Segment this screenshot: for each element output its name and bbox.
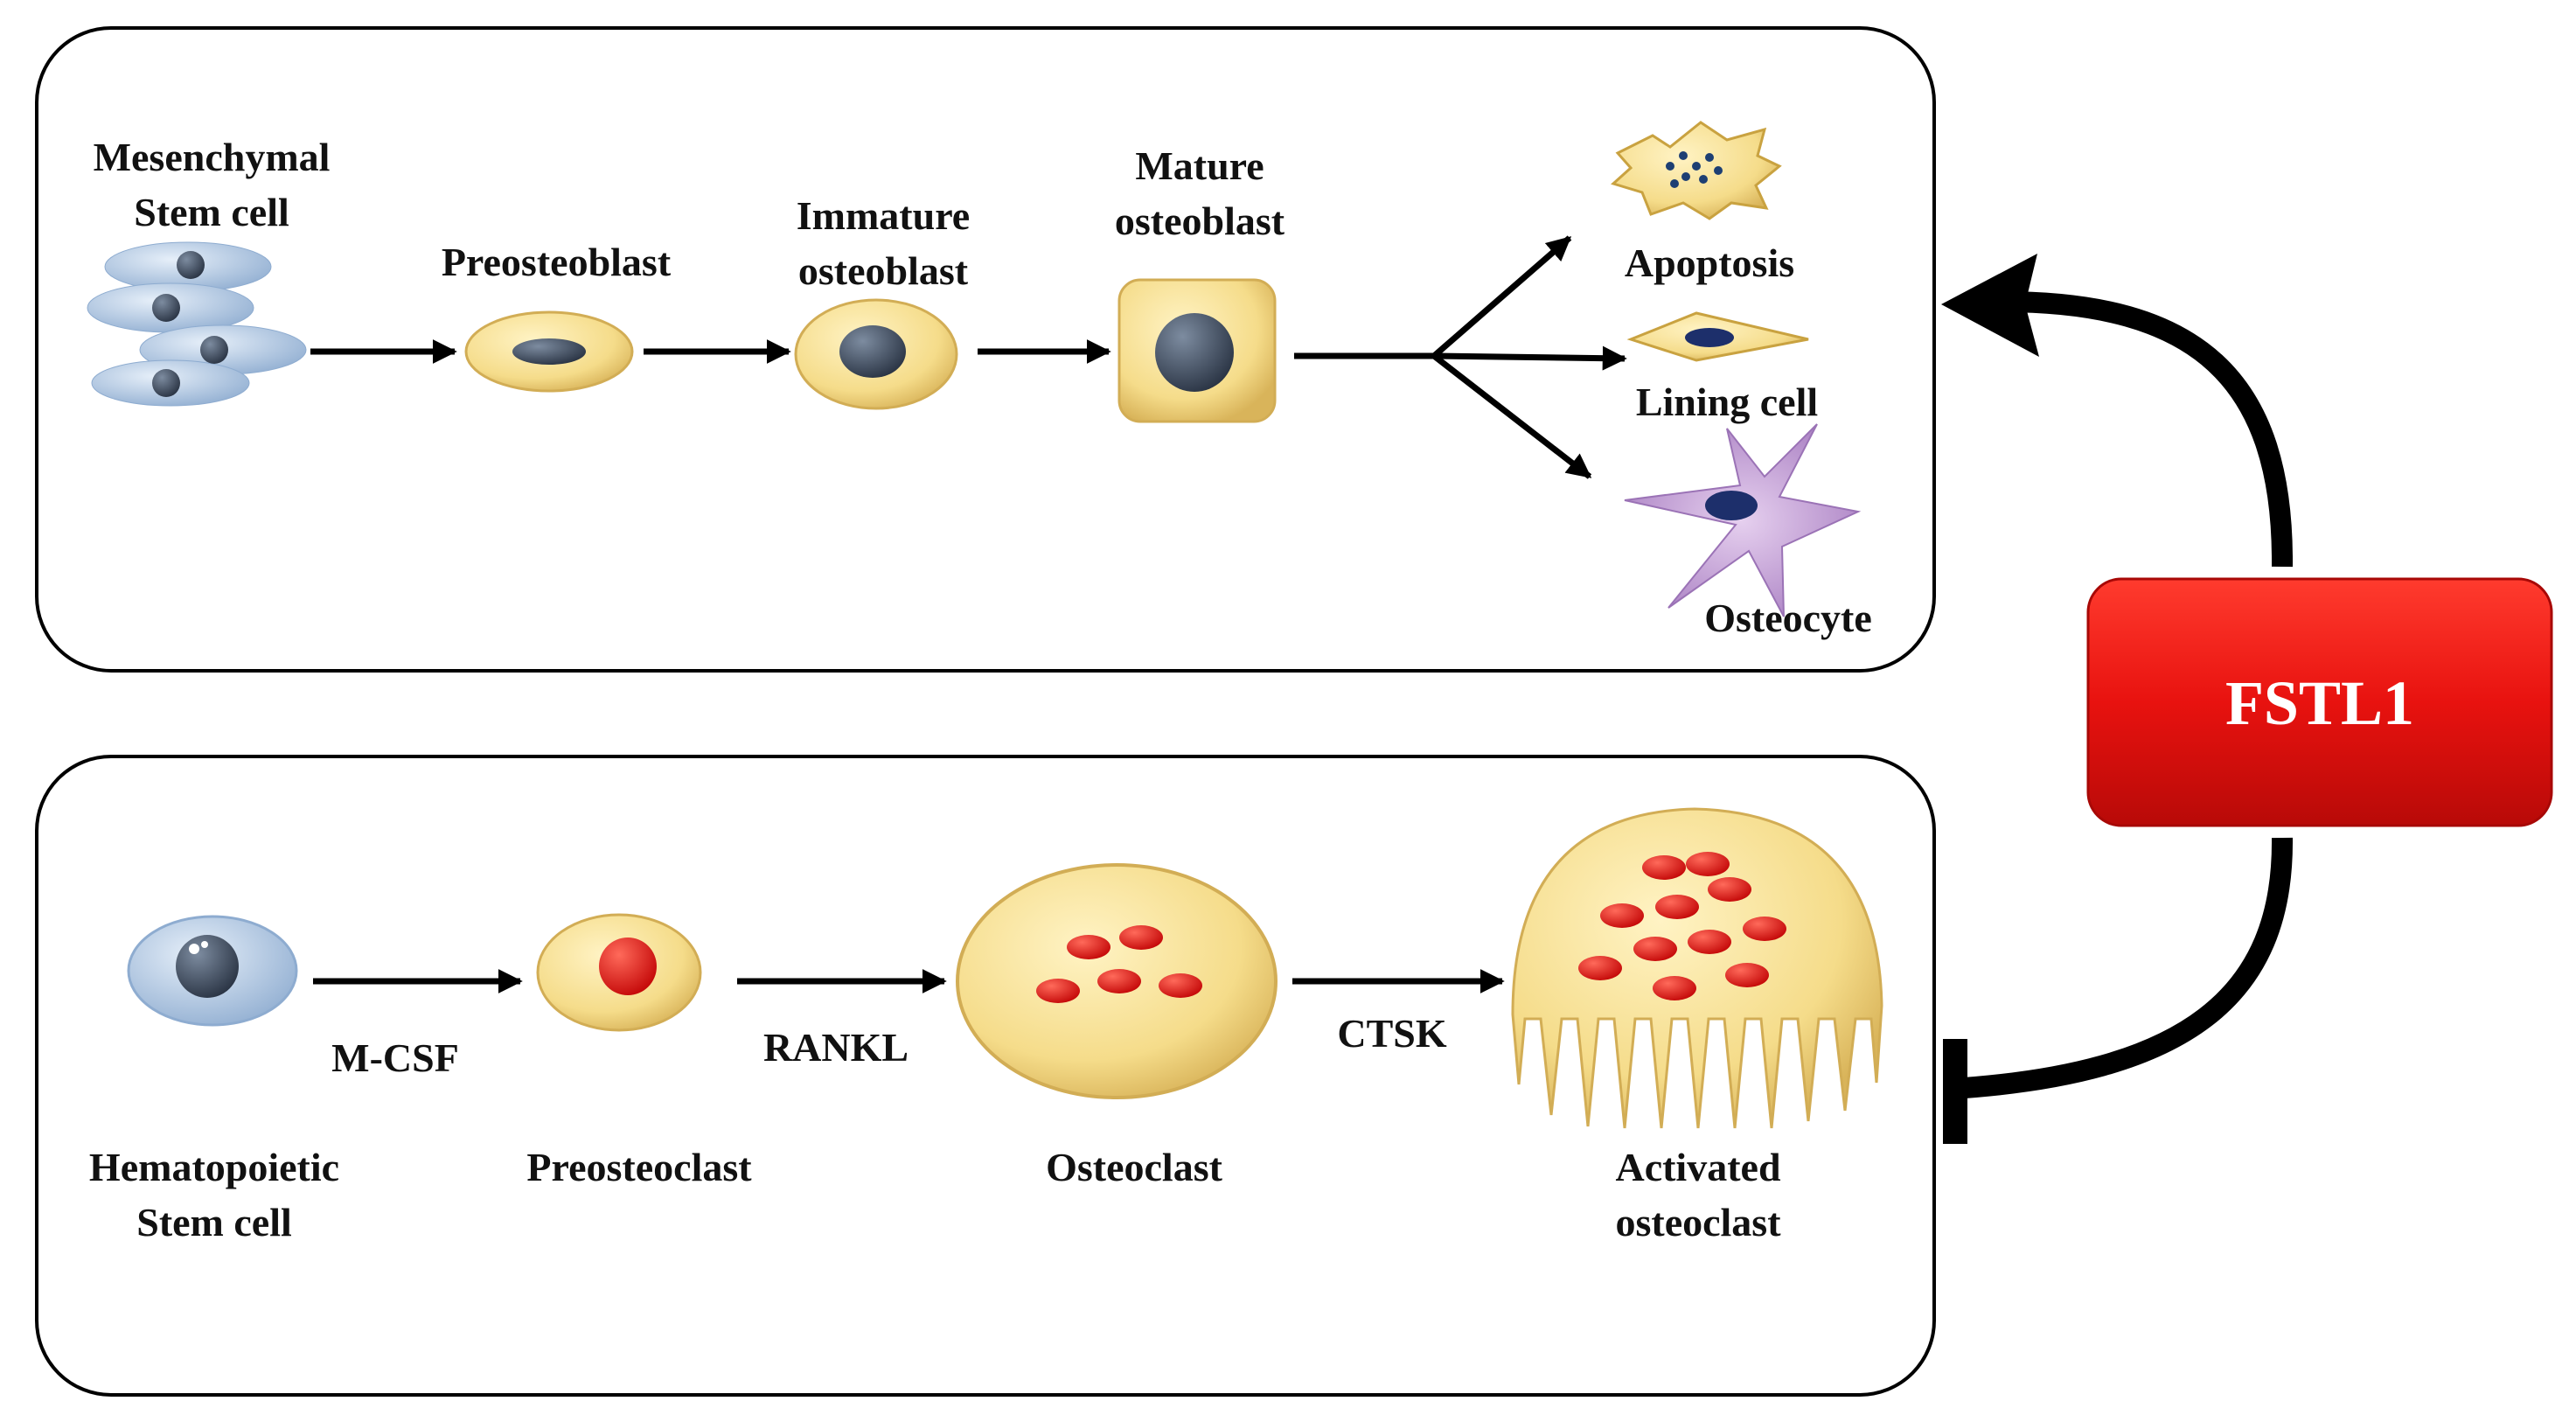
hematopoietic-label-1: Hematopoietic (89, 1145, 339, 1189)
fstl1-label: FSTL1 (2225, 668, 2414, 738)
arrow-to-osteocyte (1431, 353, 1592, 479)
osteoclast-cell (956, 863, 1278, 1099)
preosteoclast-cell (536, 913, 702, 1032)
osteoclast-label: Osteoclast (1046, 1145, 1223, 1189)
rankl-label: RANKL (763, 1025, 909, 1070)
arrow-to-apoptosis (1431, 235, 1572, 359)
apoptosis-cell (1611, 121, 1782, 220)
mature-label-1: Mature (1135, 143, 1264, 188)
mesenchymal-label-2: Stem cell (134, 190, 289, 234)
arrow-to-lining-cell (1433, 345, 1627, 371)
inhibit-arc-to-osteoclast (1951, 837, 2294, 1099)
mesenchymal-stem-cells (87, 241, 307, 407)
immature-label-2: osteoblast (798, 248, 969, 293)
hematopoietic-label-2: Stem cell (136, 1200, 292, 1244)
osteocyte-cell (1624, 423, 1862, 617)
promote-arc-to-osteoblast (2002, 291, 2294, 568)
activated-osteoclast-cell (1511, 807, 1883, 1129)
mature-osteoblast-cell (1117, 278, 1277, 423)
activated-label-1: Activated (1615, 1145, 1780, 1189)
lining-cell (1626, 311, 1809, 362)
hematopoietic-stem-cell (127, 915, 298, 1027)
mcsf-label: M-CSF (331, 1035, 459, 1080)
ctsk-label: CTSK (1337, 1011, 1446, 1056)
apoptosis-label: Apoptosis (1625, 240, 1794, 285)
preosteoblast-cell (464, 310, 634, 393)
mature-label-2: osteoblast (1115, 199, 1285, 243)
preosteoclast-label: Preosteoclast (526, 1145, 752, 1189)
fstl1-box (2086, 577, 2553, 827)
activated-label-2: osteoclast (1615, 1200, 1781, 1244)
preosteoblast-label: Preosteoblast (442, 240, 672, 284)
lining-cell-label: Lining cell (1636, 380, 1818, 424)
immature-label-1: Immature (797, 193, 970, 238)
osteocyte-label: Osteocyte (1704, 596, 1872, 640)
osteoclast-panel (35, 755, 1936, 1397)
mesenchymal-label-1: Mesenchymal (94, 135, 331, 179)
promote-arrowhead (1941, 254, 2039, 357)
immature-osteoblast-cell (794, 298, 958, 410)
